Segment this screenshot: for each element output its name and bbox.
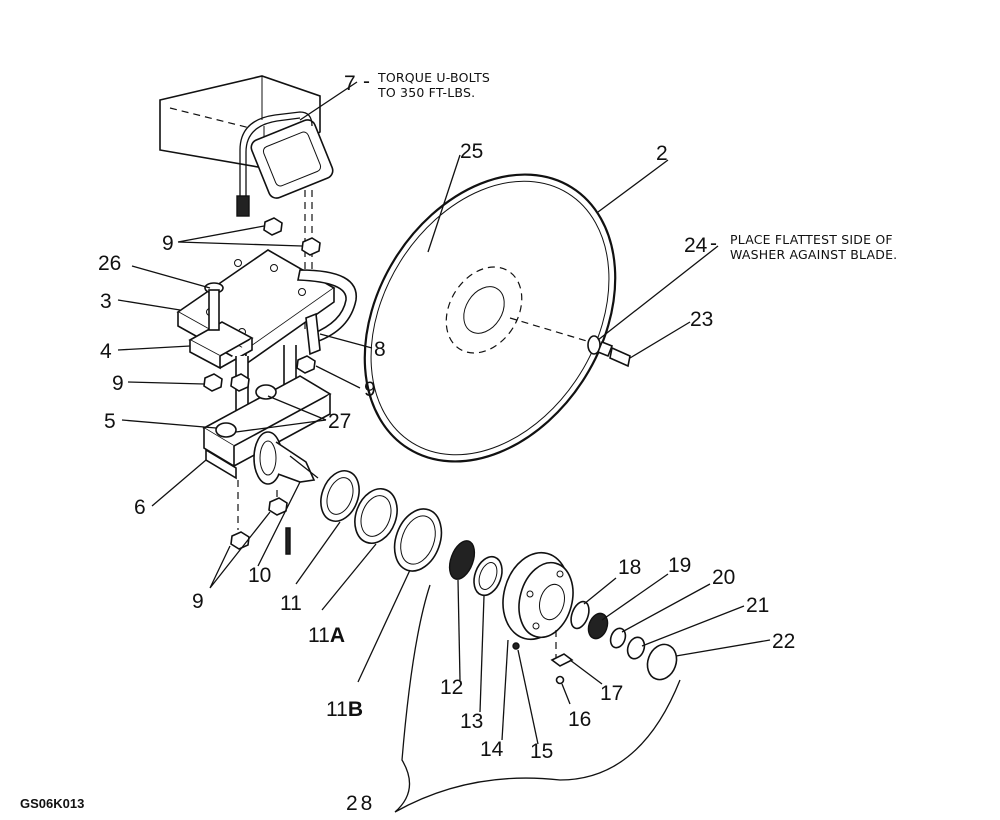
callout-28: 28 [346,792,375,815]
leader-lines [117,81,771,745]
callout-11: 11 [280,592,302,615]
svg-text:-: - [363,70,370,93]
callout-7: 7 [344,72,356,95]
callout-20: 20 [712,566,735,589]
callout-24: 24 [684,234,708,257]
callout-15: 15 [530,740,553,763]
drawing-code: GS06K013 [20,796,84,811]
washer-note-line1: PLACE FLATTEST SIDE OF [730,232,893,247]
callout-9-right: 9 [364,378,376,401]
callout-13: 13 [460,710,483,733]
callout-18: 18 [618,556,641,579]
disc-blade-part [363,173,617,463]
callout-16: 16 [568,708,591,731]
callout-6: 6 [134,496,146,519]
callout-23: 23 [690,308,713,331]
torque-note-line2: TO 350 FT-LBS. [377,85,475,100]
callout-21: 21 [746,594,769,617]
hub-assembly-part [448,540,678,685]
callout-3: 3 [100,290,112,313]
spindle-part [253,431,319,485]
bolt-part [204,282,321,555]
callout-22: 22 [772,630,795,653]
callout-9-bottom: 9 [192,590,204,613]
callout-10: 10 [248,564,271,587]
svg-text:-: - [710,232,717,255]
u-bolt-part [236,111,313,330]
callout-25: 25 [460,140,483,163]
callout-11b: 11B [326,698,363,721]
hub-bracket-outline [394,584,681,813]
square-tube-part [159,75,334,199]
callout-4: 4 [100,340,112,363]
seal-ring-part [320,470,443,572]
callout-27: 27 [328,410,351,433]
torque-note-line1: TORQUE U-BOLTS [377,70,490,85]
washer-bolt-part [587,335,631,368]
callout-19: 19 [668,554,691,577]
callout-12: 12 [440,676,463,699]
callout-2: 2 [656,142,668,165]
callout-8: 8 [374,338,386,361]
callout-9-top: 9 [162,232,174,255]
callout-14: 14 [480,738,504,761]
callout-26: 26 [98,252,121,275]
callout-9-left: 9 [112,372,124,395]
callout-5: 5 [104,410,116,433]
washer-note-line2: WASHER AGAINST BLADE. [730,247,897,262]
callout-17: 17 [600,682,623,705]
callout-11a: 11A [308,624,345,647]
